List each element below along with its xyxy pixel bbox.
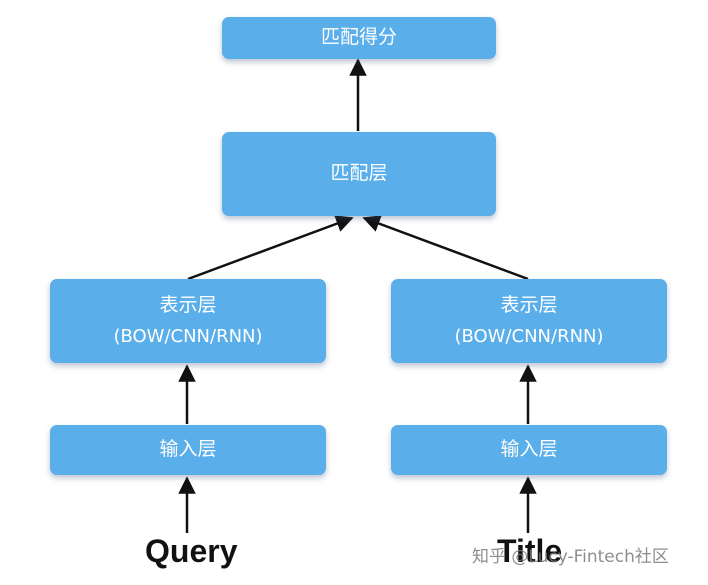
input-layer-right-node: 输入层 [391,425,667,475]
representation-layer-left-label: 表示层 [159,293,217,316]
representation-layer-right-label: 表示层 [500,293,558,316]
match-layer-label: 匹配层 [330,162,388,185]
match-score-label: 匹配得分 [320,26,397,49]
representation-layer-left-node: 表示层 (BOW/CNN/RNN) [50,279,326,363]
representation-layer-left-sublabel: (BOW/CNN/RNN) [113,325,263,347]
input-layer-left-node: 输入层 [50,425,326,475]
query-input-label: Query [145,533,238,569]
representation-layer-right-node: 表示层 (BOW/CNN/RNN) [391,279,667,363]
arrow-left-repr-to-match [187,215,354,281]
representation-layer-right-sublabel: (BOW/CNN/RNN) [454,325,604,347]
match-score-node: 匹配得分 [222,17,496,59]
title-input-label: Title [497,533,563,569]
match-layer-node: 匹配层 [222,132,496,216]
watermark-text: 知乎 @Lucy-Fintech社区 [472,547,669,567]
input-layer-left-label: 输入层 [159,438,217,461]
input-layer-right-label: 输入层 [500,438,558,461]
arrow-right-repr-to-match [362,215,529,281]
